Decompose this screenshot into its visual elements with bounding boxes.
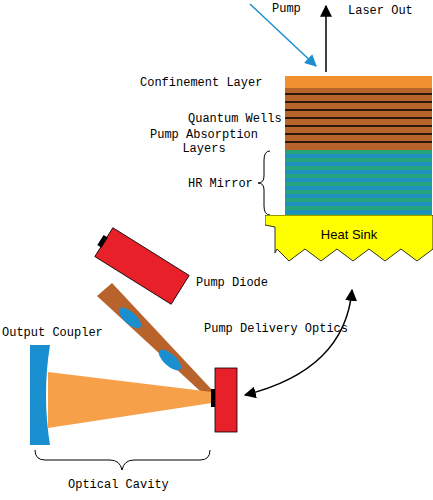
zoom-arrow xyxy=(245,290,352,395)
laser-out-arrow xyxy=(325,6,327,72)
output-coupler xyxy=(30,345,50,445)
part-label: Quantum Wells xyxy=(188,112,282,126)
heat-sink: Heat Sink xyxy=(265,215,433,263)
part-label: Pump xyxy=(272,2,301,16)
hr-mirror-stack xyxy=(285,150,432,215)
part-label: Pump Diode xyxy=(196,276,268,290)
laser-beam xyxy=(48,372,212,428)
chip-surface xyxy=(211,389,215,407)
lens xyxy=(156,346,185,374)
gain-region xyxy=(285,88,432,150)
part-label: Confinement Layer xyxy=(140,76,262,90)
part-label: Output Coupler xyxy=(2,326,103,340)
part-label: HR Mirror xyxy=(188,177,253,191)
part-label: Pump Absorption Layers xyxy=(146,128,262,157)
part-label: Pump Delivery Optics xyxy=(204,322,348,336)
quantum-well-lines xyxy=(285,94,432,142)
part-label: Optical Cavity xyxy=(68,478,169,492)
gain-chip xyxy=(215,368,237,432)
mirror-brace xyxy=(258,151,270,215)
node-text: Heat Sink xyxy=(265,227,433,242)
part-label: Laser Out xyxy=(348,4,413,18)
confinement-layer xyxy=(285,76,432,88)
lens xyxy=(116,304,145,332)
cavity-brace xyxy=(35,450,210,470)
